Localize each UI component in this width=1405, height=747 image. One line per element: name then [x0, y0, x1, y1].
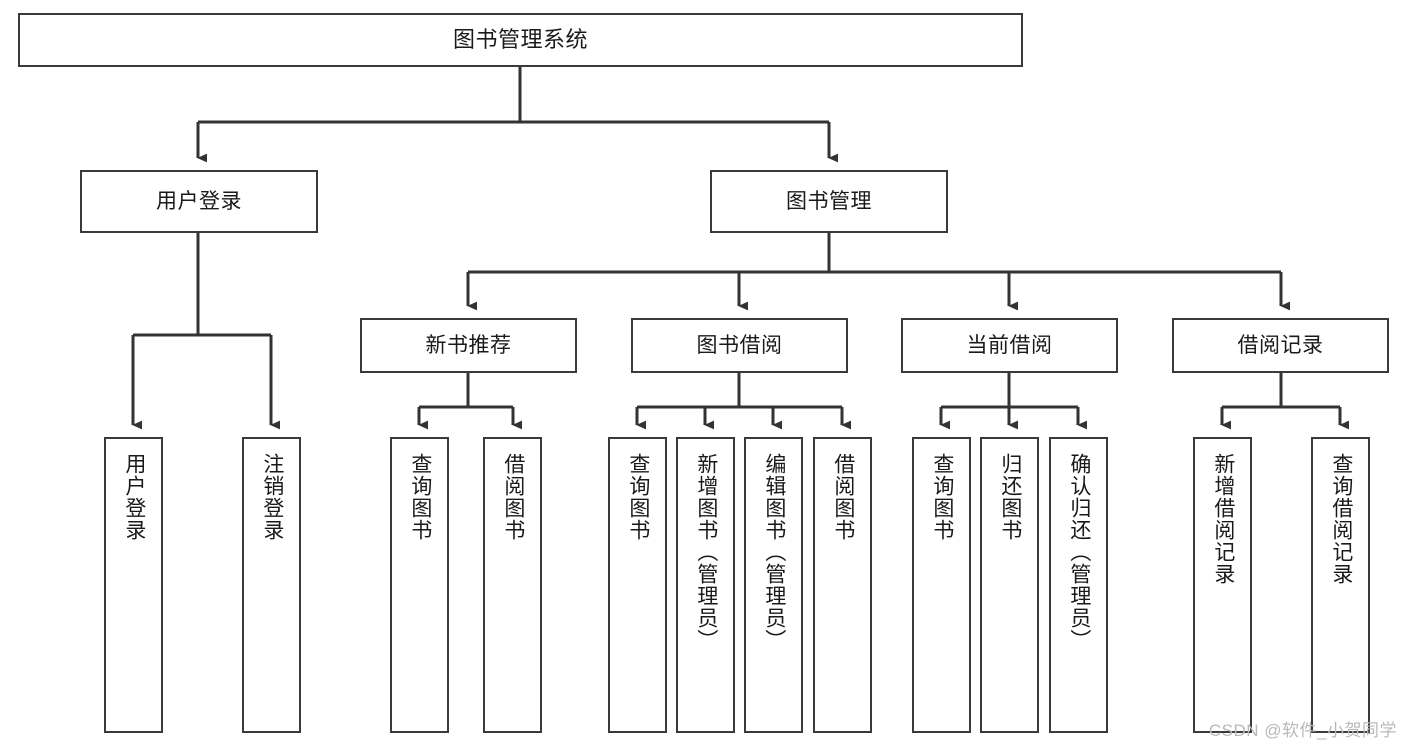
node-current-borrow[interactable]: 当前借阅	[901, 318, 1118, 373]
leaf-recommend-query-book[interactable]: 查询图书	[390, 437, 449, 733]
node-label: 用户登录	[122, 453, 146, 541]
node-label: 注销登录	[260, 453, 284, 541]
leaf-record-add-borrow-record[interactable]: 新增借阅记录	[1193, 437, 1252, 733]
node-label: 查询借阅记录	[1329, 453, 1353, 585]
node-user-login[interactable]: 用户登录	[80, 170, 318, 233]
node-label: 查询图书	[408, 453, 432, 541]
leaf-user-login-logout[interactable]: 注销登录	[242, 437, 301, 733]
leaf-user-login-login[interactable]: 用户登录	[104, 437, 163, 733]
node-label: 借阅记录	[1237, 333, 1324, 357]
node-label: 查询图书	[930, 453, 954, 541]
watermark-text: CSDN @软件_小贺同学	[1208, 721, 1397, 740]
leaf-current-return-book[interactable]: 归还图书	[980, 437, 1039, 733]
node-label: 新增图书（管理员）	[694, 453, 718, 651]
node-label: 确认归还（管理员）	[1067, 453, 1091, 651]
node-label: 借阅图书	[831, 453, 855, 541]
node-book-management[interactable]: 图书管理	[710, 170, 948, 233]
node-root-book-management-system[interactable]: 图书管理系统	[18, 13, 1023, 67]
node-label: 当前借阅	[966, 333, 1053, 357]
leaf-current-query-book[interactable]: 查询图书	[912, 437, 971, 733]
leaf-borrow-edit-book-admin[interactable]: 编辑图书（管理员）	[744, 437, 803, 733]
node-label: 图书管理系统	[452, 26, 588, 52]
leaf-borrow-query-book[interactable]: 查询图书	[608, 437, 667, 733]
node-label: 图书管理	[786, 189, 872, 213]
node-label: 归还图书	[998, 453, 1022, 541]
node-label: 查询图书	[626, 453, 650, 541]
node-borrow-record[interactable]: 借阅记录	[1172, 318, 1389, 373]
node-label: 编辑图书（管理员）	[762, 453, 786, 651]
leaf-borrow-borrow-book[interactable]: 借阅图书	[813, 437, 872, 733]
leaf-current-confirm-return-admin[interactable]: 确认归还（管理员）	[1049, 437, 1108, 733]
leaf-borrow-add-book-admin[interactable]: 新增图书（管理员）	[676, 437, 735, 733]
leaf-record-query-borrow-record[interactable]: 查询借阅记录	[1311, 437, 1370, 733]
node-label: 图书借阅	[696, 333, 783, 357]
node-book-borrow[interactable]: 图书借阅	[631, 318, 848, 373]
node-label: 借阅图书	[501, 453, 525, 541]
node-label: 新增借阅记录	[1211, 453, 1235, 585]
node-label: 用户登录	[156, 189, 242, 213]
node-new-book-recommend[interactable]: 新书推荐	[360, 318, 577, 373]
leaf-recommend-borrow-book[interactable]: 借阅图书	[483, 437, 542, 733]
node-label: 新书推荐	[425, 333, 512, 357]
